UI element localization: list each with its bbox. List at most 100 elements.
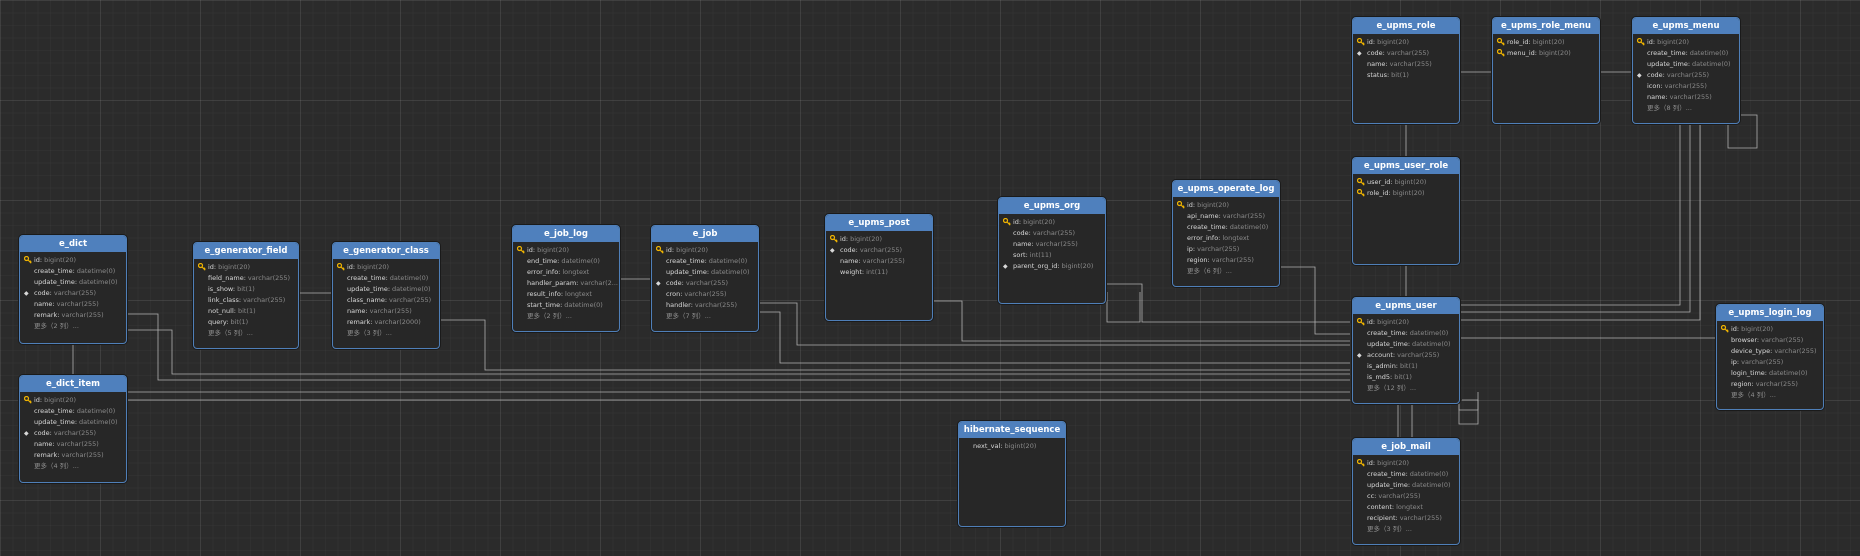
column-row[interactable]: code:varchar(255): [999, 228, 1105, 239]
column-row[interactable]: remark:varchar(2000): [333, 317, 439, 328]
more-columns-link[interactable]: 更多（8 列）...: [1647, 104, 1692, 112]
column-row[interactable]: login_time:datetime(0): [1717, 368, 1823, 379]
column-row[interactable]: role_id:bigint(20): [1353, 188, 1459, 199]
column-row[interactable]: create_time:datetime(0): [20, 406, 126, 417]
more-columns-link[interactable]: 更多（12 列）...: [1367, 384, 1417, 392]
table-e-upms-operate-log[interactable]: e_upms_operate_log id:bigint(20)api_name:…: [1172, 180, 1280, 287]
column-row[interactable]: id:bigint(20): [652, 245, 758, 256]
column-row[interactable]: update_time:datetime(0): [20, 417, 126, 428]
column-row[interactable]: ◆code:varchar(255): [1353, 48, 1459, 59]
column-row[interactable]: weight:int(11): [826, 267, 932, 278]
table-title[interactable]: e_dict: [20, 236, 126, 252]
more-columns-link[interactable]: 更多（4 列）...: [1731, 391, 1776, 399]
more-columns-link[interactable]: 更多（2 列）...: [34, 322, 79, 330]
column-row[interactable]: is_admin:bit(1): [1353, 361, 1459, 372]
table-e-dict-item[interactable]: e_dict_item id:bigint(20)create_time:date…: [19, 375, 127, 483]
column-row[interactable]: status:bit(1): [1353, 70, 1459, 81]
column-row[interactable]: device_type:varchar(255): [1717, 346, 1823, 357]
table-title[interactable]: e_upms_operate_log: [1173, 181, 1279, 197]
column-row[interactable]: ◆code:varchar(255): [1633, 70, 1739, 81]
column-row[interactable]: error_info:longtext: [513, 267, 619, 278]
column-row[interactable]: id:bigint(20): [194, 262, 298, 273]
table-title[interactable]: e_upms_post: [826, 215, 932, 231]
column-row[interactable]: api_name:varchar(255): [1173, 211, 1279, 222]
column-row[interactable]: update_time:datetime(0): [1633, 59, 1739, 70]
table-title[interactable]: e_job_mail: [1353, 439, 1459, 455]
column-row[interactable]: recipient:varchar(255): [1353, 513, 1459, 524]
column-row[interactable]: ip:varchar(255): [1717, 357, 1823, 368]
column-row[interactable]: region:varchar(255): [1173, 255, 1279, 266]
column-row[interactable]: error_info:longtext: [1173, 233, 1279, 244]
column-row[interactable]: id:bigint(20): [1717, 324, 1823, 335]
table-title[interactable]: e_dict_item: [20, 376, 126, 392]
column-row[interactable]: ip:varchar(255): [1173, 244, 1279, 255]
table-title[interactable]: e_upms_org: [999, 198, 1105, 214]
column-row[interactable]: create_time:datetime(0): [1353, 469, 1459, 480]
column-row[interactable]: name:varchar(255): [999, 239, 1105, 250]
table-e-job-mail[interactable]: e_job_mail id:bigint(20)create_time:datet…: [1352, 438, 1460, 545]
table-e-job-log[interactable]: e_job_log id:bigint(20)end_time:datetime(…: [512, 225, 620, 332]
table-title[interactable]: e_upms_menu: [1633, 18, 1739, 34]
column-row[interactable]: id:bigint(20): [1353, 458, 1459, 469]
column-row[interactable]: id:bigint(20): [1353, 37, 1459, 48]
column-row[interactable]: query:bit(1): [194, 317, 298, 328]
column-row[interactable]: ◆code:varchar(255): [826, 245, 932, 256]
column-row[interactable]: is_show:bit(1): [194, 284, 298, 295]
column-row[interactable]: ◆code:varchar(255): [652, 278, 758, 289]
column-row[interactable]: ◆parent_org_id:bigint(20): [999, 261, 1105, 272]
column-row[interactable]: ◆code:varchar(255): [20, 288, 126, 299]
column-row[interactable]: create_time:datetime(0): [1353, 328, 1459, 339]
column-row[interactable]: class_name:varchar(255): [333, 295, 439, 306]
column-row[interactable]: name:varchar(255): [1633, 92, 1739, 103]
more-columns-link[interactable]: 更多（5 列）...: [208, 329, 253, 337]
column-row[interactable]: remark:varchar(255): [20, 310, 126, 321]
column-row[interactable]: icon:varchar(255): [1633, 81, 1739, 92]
column-row[interactable]: menu_id:bigint(20): [1493, 48, 1599, 59]
column-row[interactable]: id:bigint(20): [20, 395, 126, 406]
column-row[interactable]: create_time:datetime(0): [333, 273, 439, 284]
table-hibernate-sequence[interactable]: hibernate_sequence next_val:bigint(20): [958, 421, 1066, 527]
column-row[interactable]: role_id:bigint(20): [1493, 37, 1599, 48]
column-row[interactable]: user_id:bigint(20): [1353, 177, 1459, 188]
more-columns-link[interactable]: 更多（4 列）...: [34, 462, 79, 470]
table-title[interactable]: e_generator_field: [194, 243, 298, 259]
more-columns-link[interactable]: 更多（3 列）...: [1367, 525, 1412, 533]
column-row[interactable]: name:varchar(255): [333, 306, 439, 317]
column-row[interactable]: update_time:datetime(0): [1353, 339, 1459, 350]
table-title[interactable]: hibernate_sequence: [959, 422, 1065, 438]
column-row[interactable]: name:varchar(255): [826, 256, 932, 267]
table-title[interactable]: e_generator_class: [333, 243, 439, 259]
column-row[interactable]: next_val:bigint(20): [959, 441, 1065, 452]
column-row[interactable]: region:varchar(255): [1717, 379, 1823, 390]
column-row[interactable]: id:bigint(20): [1173, 200, 1279, 211]
column-row[interactable]: result_info:longtext: [513, 289, 619, 300]
column-row[interactable]: update_time:datetime(0): [652, 267, 758, 278]
column-row[interactable]: id:bigint(20): [1353, 317, 1459, 328]
column-row[interactable]: id:bigint(20): [513, 245, 619, 256]
table-title[interactable]: e_job: [652, 226, 758, 242]
column-row[interactable]: start_time:datetime(0): [513, 300, 619, 311]
table-title[interactable]: e_upms_role: [1353, 18, 1459, 34]
more-columns-link[interactable]: 更多（3 列）...: [347, 329, 392, 337]
column-row[interactable]: link_class:varchar(255): [194, 295, 298, 306]
column-row[interactable]: remark:varchar(255): [20, 450, 126, 461]
column-row[interactable]: end_time:datetime(0): [513, 256, 619, 267]
column-row[interactable]: name:varchar(255): [20, 439, 126, 450]
column-row[interactable]: handler:varchar(255): [652, 300, 758, 311]
column-row[interactable]: cron:varchar(255): [652, 289, 758, 300]
column-row[interactable]: create_time:datetime(0): [1633, 48, 1739, 59]
column-row[interactable]: ◆account:varchar(255): [1353, 350, 1459, 361]
table-title[interactable]: e_job_log: [513, 226, 619, 242]
column-row[interactable]: update_time:datetime(0): [333, 284, 439, 295]
table-e-upms-role[interactable]: e_upms_role id:bigint(20)◆code:varchar(25…: [1352, 17, 1460, 124]
column-row[interactable]: create_time:datetime(0): [1173, 222, 1279, 233]
